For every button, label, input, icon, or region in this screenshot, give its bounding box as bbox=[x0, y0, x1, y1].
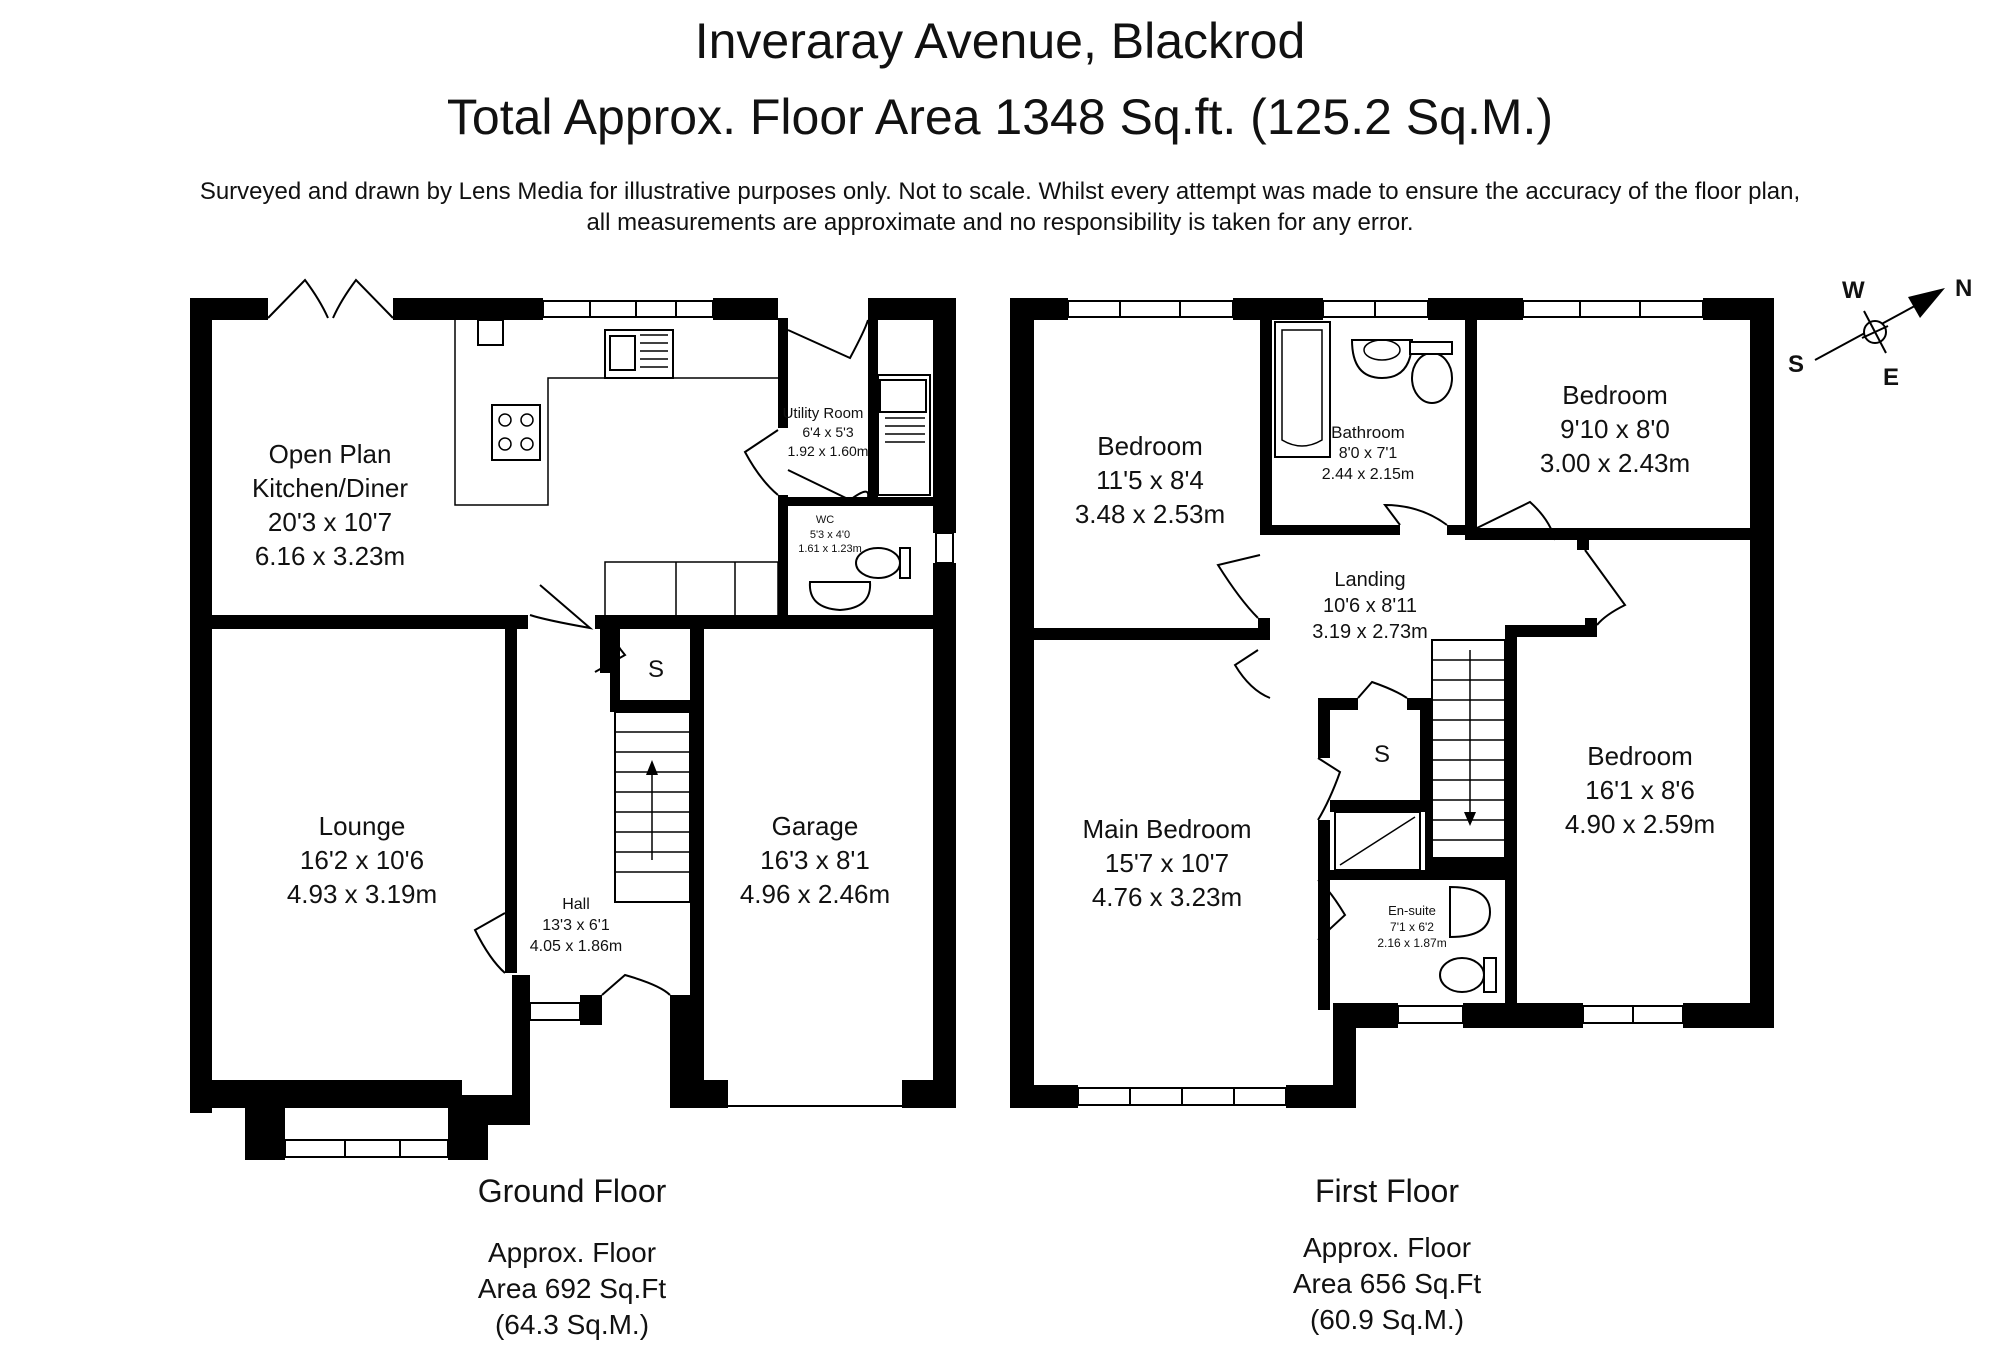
room-size-bathroom-imperial: 8'0 x 7'1 bbox=[1339, 445, 1398, 462]
room-label-bathroom: Bathroom bbox=[1331, 423, 1405, 442]
room-size-main-bedroom-imperial: 15'7 x 10'7 bbox=[1105, 848, 1229, 878]
first-floor-fixtures bbox=[1274, 321, 1506, 993]
first-floor-area-line-2: Area 656 Sq.Ft bbox=[1293, 1268, 1482, 1299]
room-size-landing-metric: 3.19 x 2.73m bbox=[1312, 621, 1428, 643]
room-label-store-first: S bbox=[1374, 741, 1390, 768]
compass-east: E bbox=[1883, 364, 1899, 391]
first-floor-area-line-3: (60.9 Sq.M.) bbox=[1310, 1304, 1464, 1335]
room-label-lounge: Lounge bbox=[319, 811, 406, 841]
room-label-kitchen-line2: Kitchen/Diner bbox=[252, 473, 408, 503]
compass-south: S bbox=[1788, 351, 1804, 378]
room-size-kitchen-metric: 6.16 x 3.23m bbox=[255, 541, 405, 571]
room-size-bedroom-front-imperial: 11'5 x 8'4 bbox=[1096, 465, 1204, 495]
first-floor-labels: Bedroom 11'5 x 8'4 3.48 x 2.53m Bathroom… bbox=[1075, 380, 1715, 1335]
disclaimer-line-1: Surveyed and drawn by Lens Media for ill… bbox=[199, 178, 1801, 205]
room-size-utility-metric: 1.92 x 1.60m bbox=[788, 443, 869, 459]
room-label-landing: Landing bbox=[1334, 569, 1405, 591]
room-size-landing-imperial: 10'6 x 8'11 bbox=[1323, 595, 1417, 617]
ground-floor-area-line-3: (64.3 Sq.M.) bbox=[495, 1309, 649, 1340]
ground-floor-walls bbox=[190, 298, 956, 1160]
room-size-ensuite-imperial: 7'1 x 6'2 bbox=[1390, 920, 1434, 934]
room-size-bathroom-metric: 2.44 x 2.15m bbox=[1322, 466, 1415, 483]
first-floor-doors bbox=[1216, 500, 1627, 941]
first-floor-area-line-1: Approx. Floor bbox=[1303, 1232, 1471, 1263]
room-label-main-bedroom: Main Bedroom bbox=[1082, 814, 1251, 844]
room-label-wc: WC bbox=[816, 514, 834, 526]
room-size-bedroom-small-metric: 3.00 x 2.43m bbox=[1540, 448, 1690, 478]
room-label-kitchen-line1: Open Plan bbox=[269, 439, 392, 469]
first-floor-walls bbox=[1010, 298, 1774, 1108]
room-size-wc-imperial: 5'3 x 4'0 bbox=[810, 529, 850, 541]
room-label-store-ground: S bbox=[648, 656, 664, 683]
room-label-bedroom-rear: Bedroom bbox=[1587, 741, 1693, 771]
plan-title: Inveraray Avenue, Blackrod bbox=[694, 13, 1306, 69]
room-size-bedroom-rear-imperial: 16'1 x 8'6 bbox=[1585, 775, 1695, 805]
room-size-hall-imperial: 13'3 x 6'1 bbox=[542, 917, 610, 934]
compass-west: W bbox=[1842, 277, 1865, 304]
room-label-ensuite: En-suite bbox=[1388, 903, 1436, 918]
first-floor-plan: Bedroom 11'5 x 8'4 3.48 x 2.53m Bathroom… bbox=[1010, 298, 1774, 1335]
ground-floor-doors bbox=[267, 278, 870, 996]
room-size-garage-metric: 4.96 x 2.46m bbox=[740, 879, 890, 909]
room-size-garage-imperial: 16'3 x 8'1 bbox=[760, 845, 870, 875]
ground-floor-labels: Open Plan Kitchen/Diner 20'3 x 10'7 6.16… bbox=[252, 405, 890, 1340]
room-size-ensuite-metric: 2.16 x 1.87m bbox=[1377, 936, 1446, 950]
room-size-bedroom-front-metric: 3.48 x 2.53m bbox=[1075, 499, 1225, 529]
room-label-garage: Garage bbox=[772, 811, 859, 841]
compass-icon: N S E W bbox=[1788, 275, 1972, 391]
room-size-main-bedroom-metric: 4.76 x 3.23m bbox=[1092, 882, 1242, 912]
ground-floor-area-line-1: Approx. Floor bbox=[488, 1237, 656, 1268]
room-size-hall-metric: 4.05 x 1.86m bbox=[530, 938, 623, 955]
room-size-bedroom-rear-metric: 4.90 x 2.59m bbox=[1565, 809, 1715, 839]
room-label-bedroom-small: Bedroom bbox=[1562, 380, 1668, 410]
room-label-hall: Hall bbox=[562, 896, 590, 913]
ground-floor-title: Ground Floor bbox=[478, 1173, 667, 1209]
room-size-utility-imperial: 6'4 x 5'3 bbox=[802, 424, 853, 440]
room-label-bedroom-front: Bedroom bbox=[1097, 431, 1203, 461]
room-size-lounge-metric: 4.93 x 3.19m bbox=[287, 879, 437, 909]
disclaimer: Surveyed and drawn by Lens Media for ill… bbox=[0, 176, 2000, 238]
total-floor-area: Total Approx. Floor Area 1348 Sq.ft. (12… bbox=[446, 89, 1554, 145]
ground-floor-fixtures bbox=[454, 319, 931, 903]
ground-floor-plan: Open Plan Kitchen/Diner 20'3 x 10'7 6.16… bbox=[190, 278, 956, 1340]
ground-floor-area-line-2: Area 692 Sq.Ft bbox=[478, 1273, 667, 1304]
compass-north: N bbox=[1955, 275, 1972, 302]
room-size-bedroom-small-imperial: 9'10 x 8'0 bbox=[1560, 414, 1670, 444]
disclaimer-line-2: all measurements are approximate and no … bbox=[586, 209, 1414, 236]
first-floor-title: First Floor bbox=[1315, 1173, 1459, 1209]
room-size-lounge-imperial: 16'2 x 10'6 bbox=[300, 845, 424, 875]
room-size-wc-metric: 1.61 x 1.23m bbox=[798, 543, 862, 555]
room-size-kitchen-imperial: 20'3 x 10'7 bbox=[268, 507, 392, 537]
room-label-utility: Utility Room bbox=[783, 405, 864, 422]
